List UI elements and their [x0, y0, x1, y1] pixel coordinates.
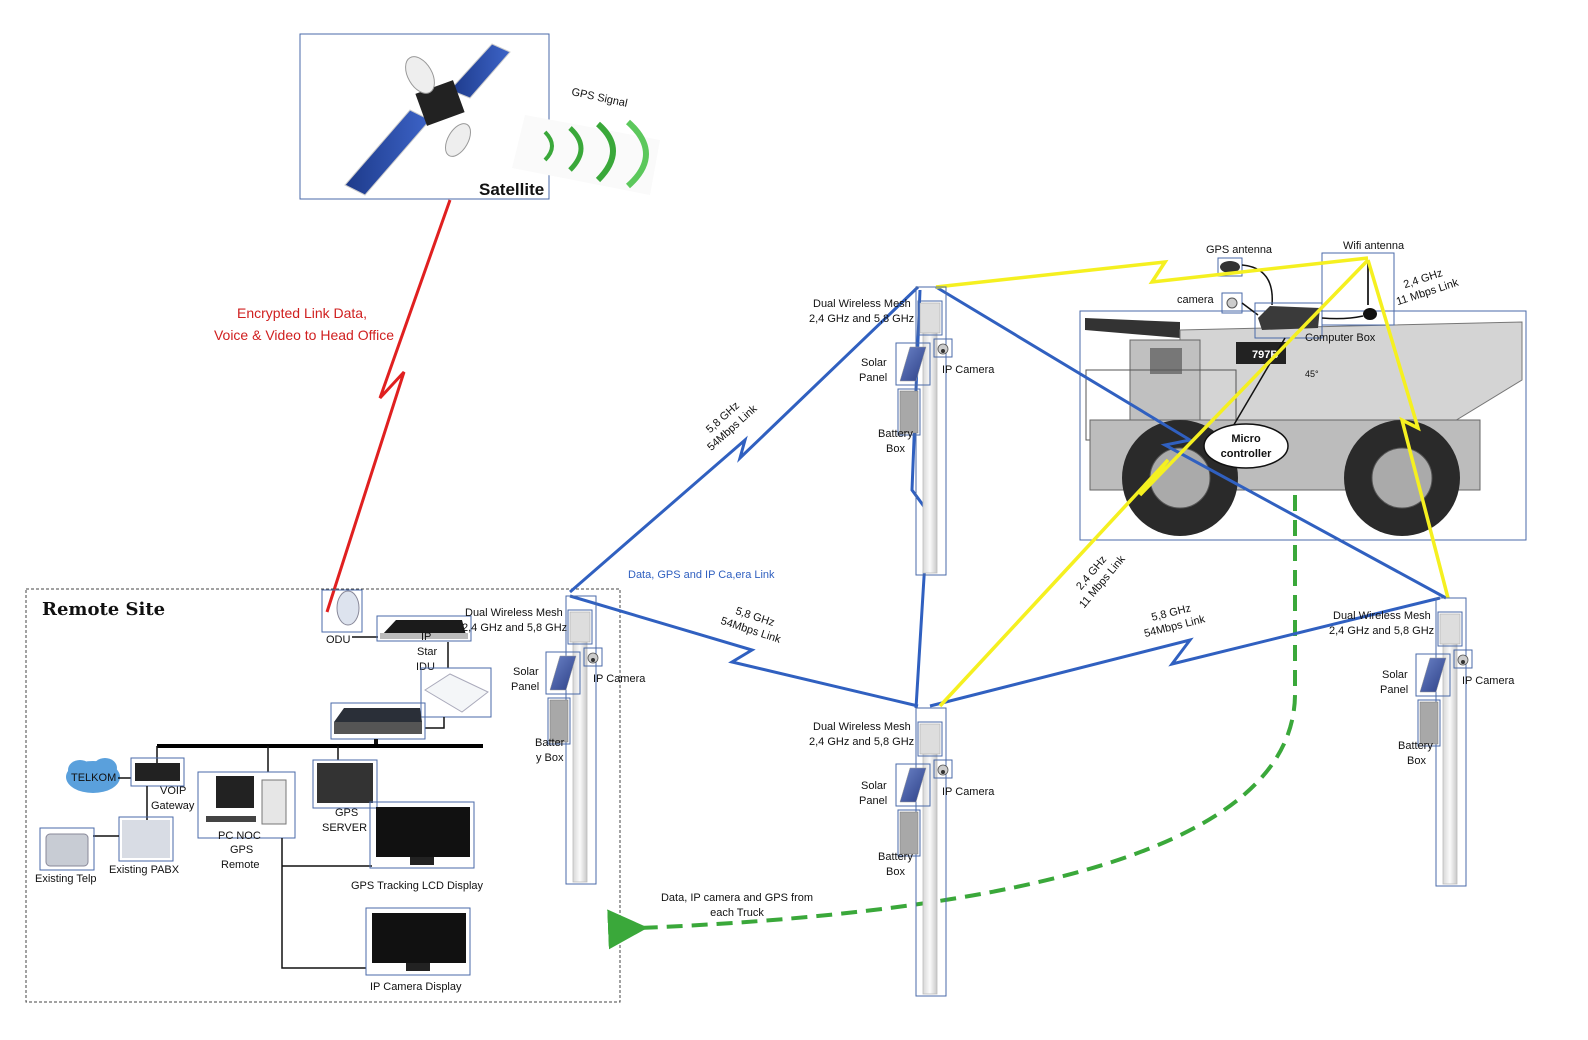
ip-camera-label: IP Camera: [942, 786, 995, 798]
battery-label-1: Battery: [878, 428, 913, 440]
computer-box-label: Computer Box: [1305, 332, 1376, 344]
micro-label-2: controller: [1221, 448, 1272, 460]
wifi-link-p2-truck: [935, 256, 1369, 289]
pc-label-1: PC NOC: [218, 830, 261, 842]
mesh-link-p2-p4: [935, 285, 1447, 600]
solar-label-1: Solar: [861, 357, 887, 369]
mining-truck: 797B 45°: [1079, 310, 1527, 541]
mesh-label-2: 2,4 GHz and 5,8 GHz: [809, 736, 914, 748]
telkom-label: TELKOM: [71, 772, 116, 784]
voip-label-1: VOIP: [160, 785, 186, 797]
odu-label: ODU: [326, 634, 351, 646]
truck-camera-label: camera: [1177, 294, 1215, 306]
gps-signal: GPS Signal: [512, 86, 660, 195]
solar-label-2: Panel: [1380, 684, 1408, 696]
existing-pabx: Existing PABX: [109, 816, 180, 876]
truck-data-label-1: Data, IP camera and GPS from: [661, 892, 813, 904]
pabx-label: Existing PABX: [109, 864, 180, 876]
satellite-link-label-2: Voice & Video to Head Office: [214, 327, 394, 343]
gps-server-label-1: GPS: [335, 807, 358, 819]
battery-label-2: Box: [886, 443, 905, 455]
camera-icon: [1226, 297, 1238, 309]
pc-label-3: Remote: [221, 859, 260, 871]
idu-label-1: IP: [421, 631, 431, 643]
ip-camera-label: IP Camera: [942, 364, 995, 376]
remote-site: Remote Site ODU IP Star IDU: [25, 588, 621, 1003]
gps-signal-label: GPS Signal: [570, 86, 628, 110]
gps-antenna-label: GPS antenna: [1206, 244, 1273, 256]
mesh-label-1: Dual Wireless Mesh: [1333, 610, 1431, 622]
battery-label-1: Battery: [1398, 740, 1433, 752]
solar-label-2: Panel: [511, 681, 539, 693]
gps-tracking-display: GPS Tracking LCD Display: [351, 801, 484, 892]
solar-label-1: Solar: [513, 666, 539, 678]
truck-data-link: [607, 320, 1298, 950]
angle-label: 45°: [1305, 369, 1319, 379]
battery-label-1: Batter: [535, 737, 565, 749]
voip-gateway: VOIP Gateway: [130, 757, 195, 812]
battery-label-2: Box: [886, 866, 905, 878]
mesh-link-p1-p3: [569, 594, 919, 708]
ip-camera-label: IP Camera: [593, 673, 646, 685]
idu-label-3: IDU: [416, 661, 435, 673]
pc-noc: PC NOC GPS Remote: [197, 771, 296, 871]
data-gps-camera-label: Data, GPS and IP Ca,era Link: [628, 569, 775, 581]
idu-label-2: Star: [417, 646, 438, 658]
truck-data-label-2: each Truck: [710, 907, 764, 919]
mesh-link-p3-p4: [929, 596, 1441, 708]
wifi-link-p4-truck: [1366, 259, 1450, 599]
solar-label-1: Solar: [861, 780, 887, 792]
pc-label-2: GPS: [230, 844, 253, 856]
gps-server: GPS SERVER: [312, 759, 378, 834]
battery-label-1: Battery: [878, 851, 913, 863]
satellite-panel: Satellite: [299, 33, 550, 200]
micro-controller: [1203, 423, 1289, 469]
telp-label: Existing Telp: [35, 873, 97, 885]
odu: ODU: [321, 589, 363, 646]
telkom-cloud: TELKOM: [66, 758, 120, 793]
satellite-link: [325, 199, 452, 613]
wifi-link-p3-truck: [938, 258, 1370, 708]
mesh-label-1: Dual Wireless Mesh: [465, 607, 563, 619]
gps-display-label: GPS Tracking LCD Display: [351, 880, 484, 892]
ip-camera-label: IP Camera: [1462, 675, 1515, 687]
camera-display-label: IP Camera Display: [370, 981, 462, 993]
mesh-links: [569, 285, 1447, 709]
battery-label-2: y Box: [536, 752, 564, 764]
router: [420, 667, 492, 718]
voip-label-2: Gateway: [151, 800, 195, 812]
wifi-antenna-icon: [1363, 308, 1377, 320]
mesh-label-2: 2,4 GHz and 5,8 GHz: [809, 313, 914, 325]
gps-server-label-2: SERVER: [322, 822, 367, 834]
battery-label-2: Box: [1407, 755, 1426, 767]
wifi-links: [935, 256, 1450, 708]
mesh-node-top: Dual Wireless Mesh 2,4 GHz and 5,8 GHz S…: [809, 286, 995, 576]
mesh-link-p1-p2: [569, 285, 920, 594]
solar-label-2: Panel: [859, 372, 887, 384]
gps-antenna-icon: [1220, 261, 1240, 273]
network-switch: [330, 702, 426, 740]
satellite-icon: [344, 43, 511, 196]
mesh-node-remote: Dual Wireless Mesh 2,4 GHz and 5,8 GHz S…: [462, 595, 646, 885]
remote-site-title: Remote Site: [42, 599, 165, 620]
mesh-label-2: 2,4 GHz and 5,8 GHz: [1329, 625, 1434, 637]
satellite-link-label-1: Encrypted Link Data,: [237, 305, 367, 321]
dish-icon: [336, 590, 360, 626]
mesh-node-right: Dual Wireless Mesh 2,4 GHz and 5,8 GHz S…: [1329, 597, 1515, 887]
wifi-antenna-label: Wifi antenna: [1343, 240, 1405, 252]
solar-label-2: Panel: [859, 795, 887, 807]
satellite-label: Satellite: [479, 180, 544, 199]
ip-star-idu: IP Star IDU: [376, 615, 472, 673]
micro-label-1: Micro: [1231, 433, 1261, 445]
ip-camera-display: IP Camera Display: [365, 907, 471, 993]
mesh-node-bottom: Dual Wireless Mesh 2,4 GHz and 5,8 GHz S…: [809, 707, 995, 997]
mesh-label-2: 2,4 GHz and 5,8 GHz: [462, 622, 567, 634]
existing-telephone: Existing Telp: [35, 827, 97, 885]
solar-label-1: Solar: [1382, 669, 1408, 681]
mesh-label-1: Dual Wireless Mesh: [813, 298, 911, 310]
mesh-label-1: Dual Wireless Mesh: [813, 721, 911, 733]
